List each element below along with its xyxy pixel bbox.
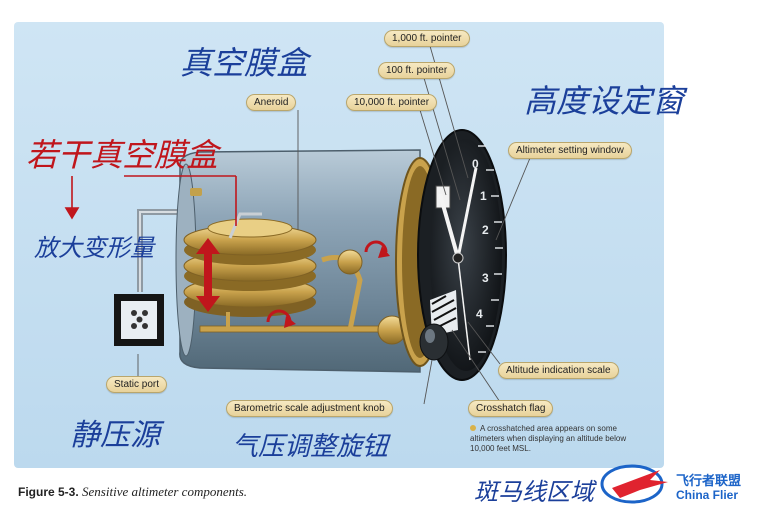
watermark-logo-icon — [600, 464, 668, 504]
figure-number: Figure 5-3. — [18, 485, 79, 499]
crosshatch-note-text: A crosshatched area appears on some alti… — [470, 424, 627, 453]
dial-numeral: 3 — [482, 271, 489, 285]
label-1000-ft-pointer: 1,000 ft. pointer — [384, 30, 470, 47]
static-port — [114, 294, 164, 346]
pointer-1000-ft — [438, 193, 460, 259]
annotation-amplify: 放大变形量 — [34, 234, 154, 262]
crosshatch-note: A crosshatched area appears on some alti… — [470, 424, 650, 454]
dial-numeral: 2 — [482, 223, 489, 237]
watermark-en: China Flier — [676, 488, 739, 502]
linkage — [199, 240, 407, 345]
note-bullet-icon — [470, 425, 476, 431]
label-10000-ft-pointer: 10,000 ft. pointer — [346, 94, 438, 111]
barometric-knob — [419, 323, 449, 361]
label-barometric-knob: Barometric scale adjustment knob — [226, 400, 393, 417]
label-altitude-indication-scale: Altitude indication scale — [498, 362, 619, 379]
annotation-crosshatch: 斑马线区域 — [474, 478, 594, 506]
pointer-100-ft — [456, 167, 478, 259]
dial-numeral: 0 — [472, 157, 479, 171]
expansion-arrow — [196, 238, 220, 312]
annotation-aneroid: 真空膜盒 — [180, 44, 309, 82]
label-100-ft-pointer: 100 ft. pointer — [378, 62, 456, 79]
label-altimeter-setting-window: Altimeter setting window — [508, 142, 632, 159]
red-bracket — [64, 175, 237, 226]
dial-face — [417, 129, 507, 381]
pointer-10000-ft — [457, 257, 471, 361]
annotation-knob: 气压调整旋钮 — [232, 432, 389, 462]
annotation-aneroids: 若干真空膜盒 — [26, 136, 219, 174]
label-crosshatch-flag: Crosshatch flag — [468, 400, 554, 417]
figure-caption: Figure 5-3. Sensitive altimeter componen… — [18, 484, 247, 500]
label-static-port: Static port — [106, 376, 168, 393]
annotation-static-source: 静压源 — [70, 418, 160, 453]
annotation-setting-window: 高度设定窗 — [524, 82, 685, 120]
dial-numeral: 4 — [476, 307, 483, 321]
label-aneroid: Aneroid — [246, 94, 297, 111]
watermark-cn: 飞行者联盟 — [676, 473, 742, 488]
figure-caption-text: Sensitive altimeter components. — [82, 484, 248, 499]
dial-numeral: 1 — [480, 189, 487, 203]
